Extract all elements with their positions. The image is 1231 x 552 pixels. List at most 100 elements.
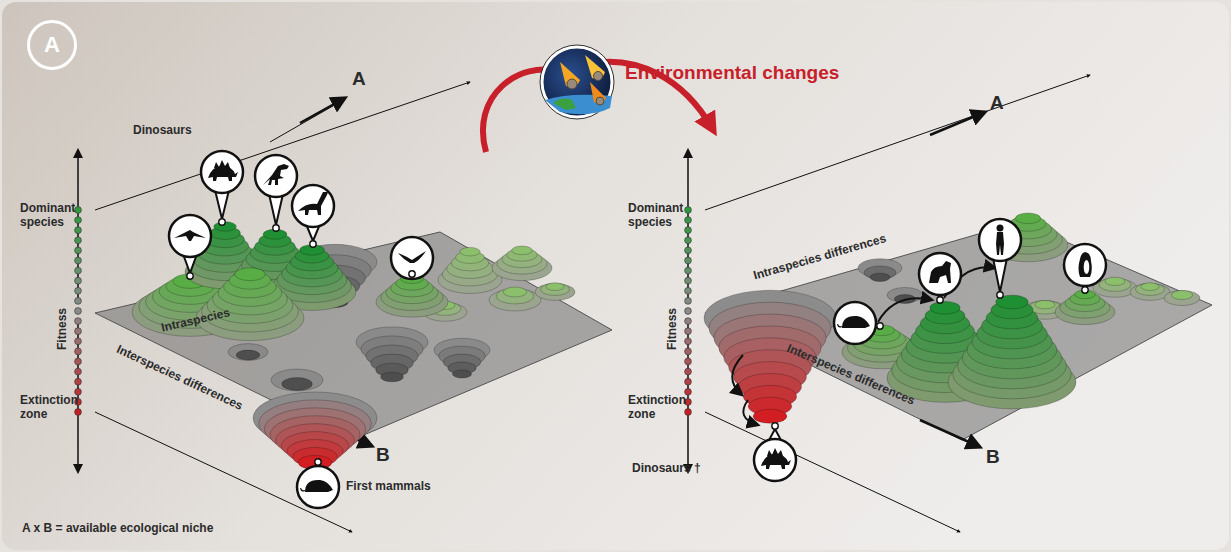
- fitness-scale: [75, 207, 692, 416]
- silhouette-part: [929, 261, 951, 283]
- species-pin: [201, 151, 243, 225]
- fitness-dot: [685, 247, 692, 254]
- species-label: Dinosaurs †: [632, 462, 701, 476]
- fitness-dot: [75, 298, 82, 305]
- peak-layer: [1141, 283, 1159, 291]
- peak-layer: [1035, 300, 1055, 308]
- fitness-dot: [75, 318, 82, 325]
- species-label: First mammals: [346, 480, 431, 494]
- fitness-dot: [685, 368, 692, 375]
- fitness-dot: [75, 287, 82, 294]
- peak-layer: [512, 246, 533, 255]
- pit-layer: [271, 369, 323, 391]
- meteor-badge: [542, 47, 612, 117]
- species-pin: [834, 302, 883, 344]
- pin-badge: [201, 151, 243, 193]
- pin-dot: [772, 423, 778, 429]
- fitness-dot: [75, 338, 82, 345]
- pit-layer: [228, 344, 268, 361]
- fitness-dot: [685, 328, 692, 335]
- pin-badge: [979, 219, 1021, 261]
- axis-label: Fitness: [666, 308, 680, 350]
- silhouette-part: [174, 230, 206, 241]
- silhouette-part: [842, 316, 870, 328]
- species-pin: [292, 185, 334, 247]
- species-pin: [754, 423, 796, 481]
- fitness-dot: [685, 358, 692, 365]
- pit-layer: [282, 378, 313, 391]
- silhouette-part: [997, 225, 1004, 232]
- silhouette-part: [996, 232, 1004, 255]
- silhouette-part: [214, 160, 230, 168]
- pit-layer: [452, 370, 471, 378]
- pin-badge: [834, 302, 876, 344]
- species-pin: [297, 459, 339, 508]
- fitness-dot: [75, 348, 82, 355]
- pit-layer: [381, 372, 404, 382]
- silhouette: [929, 261, 951, 283]
- axis-letter: A: [352, 68, 366, 90]
- fitness-dot: [685, 399, 692, 406]
- fitness-dot: [685, 207, 692, 214]
- fitness-dot: [75, 368, 82, 375]
- fitness-landscape: [132, 213, 1200, 469]
- pin-dot: [310, 241, 316, 247]
- fitness-dot: [75, 217, 82, 224]
- species-pin: [1064, 244, 1106, 293]
- fitness-dot: [75, 358, 82, 365]
- fitness-dot: [75, 378, 82, 385]
- perspective-lines: [95, 75, 1090, 532]
- scale-label: Extinction zone: [20, 394, 78, 422]
- pit-layer: [870, 273, 890, 281]
- pin-pointer: [993, 258, 1007, 292]
- silhouette-part: [305, 480, 333, 492]
- pin-pointer: [215, 190, 229, 219]
- pin-badge: [754, 439, 796, 481]
- fitness-dot: [685, 217, 692, 224]
- pin-dot: [315, 459, 321, 465]
- pin-dot: [273, 225, 279, 231]
- species-pin: [169, 215, 211, 279]
- axes: [78, 98, 985, 472]
- fitness-dot: [685, 298, 692, 305]
- pin-badge: [391, 237, 433, 279]
- pin-badge: [919, 253, 961, 295]
- silhouette: [263, 164, 289, 185]
- peak-layer: [1099, 278, 1131, 291]
- pin-dot: [937, 297, 943, 303]
- silhouette: [174, 230, 206, 241]
- fitness-dot: [685, 287, 692, 294]
- species-pin: [391, 237, 433, 279]
- niche-plane: [705, 222, 1212, 440]
- earth-land: [553, 99, 576, 110]
- peak-layer: [535, 284, 575, 301]
- peak-layer: [546, 283, 564, 291]
- peak-layer: [1135, 283, 1164, 295]
- species-pin: [979, 219, 1021, 298]
- peak-layer: [1164, 290, 1200, 305]
- fitness-dot: [75, 409, 82, 416]
- peak-layer: [235, 268, 266, 281]
- peak-layer: [460, 247, 480, 256]
- axis-letter: A: [990, 92, 1004, 114]
- panel-badge: A: [27, 20, 77, 70]
- fitness-dot: [75, 308, 82, 315]
- pin-badge: [255, 155, 297, 197]
- fitness-dot: [685, 338, 692, 345]
- silhouette-part: [300, 488, 305, 492]
- silhouette: [996, 225, 1004, 256]
- silhouette: [298, 192, 328, 215]
- fitness-dot: [75, 277, 82, 284]
- panel-letter: A: [44, 32, 60, 58]
- fitness-dot: [685, 257, 692, 264]
- silhouette-part: [761, 454, 791, 469]
- niche-note: A x B = available ecological niche: [22, 522, 213, 536]
- fitness-dot: [685, 237, 692, 244]
- scale-label: Dominant species: [628, 202, 684, 230]
- axis-label: Fitness: [56, 308, 70, 350]
- silhouette: [398, 251, 426, 263]
- fitness-dot: [685, 318, 692, 325]
- pin-dot: [1082, 287, 1088, 293]
- silhouette-part: [298, 192, 328, 215]
